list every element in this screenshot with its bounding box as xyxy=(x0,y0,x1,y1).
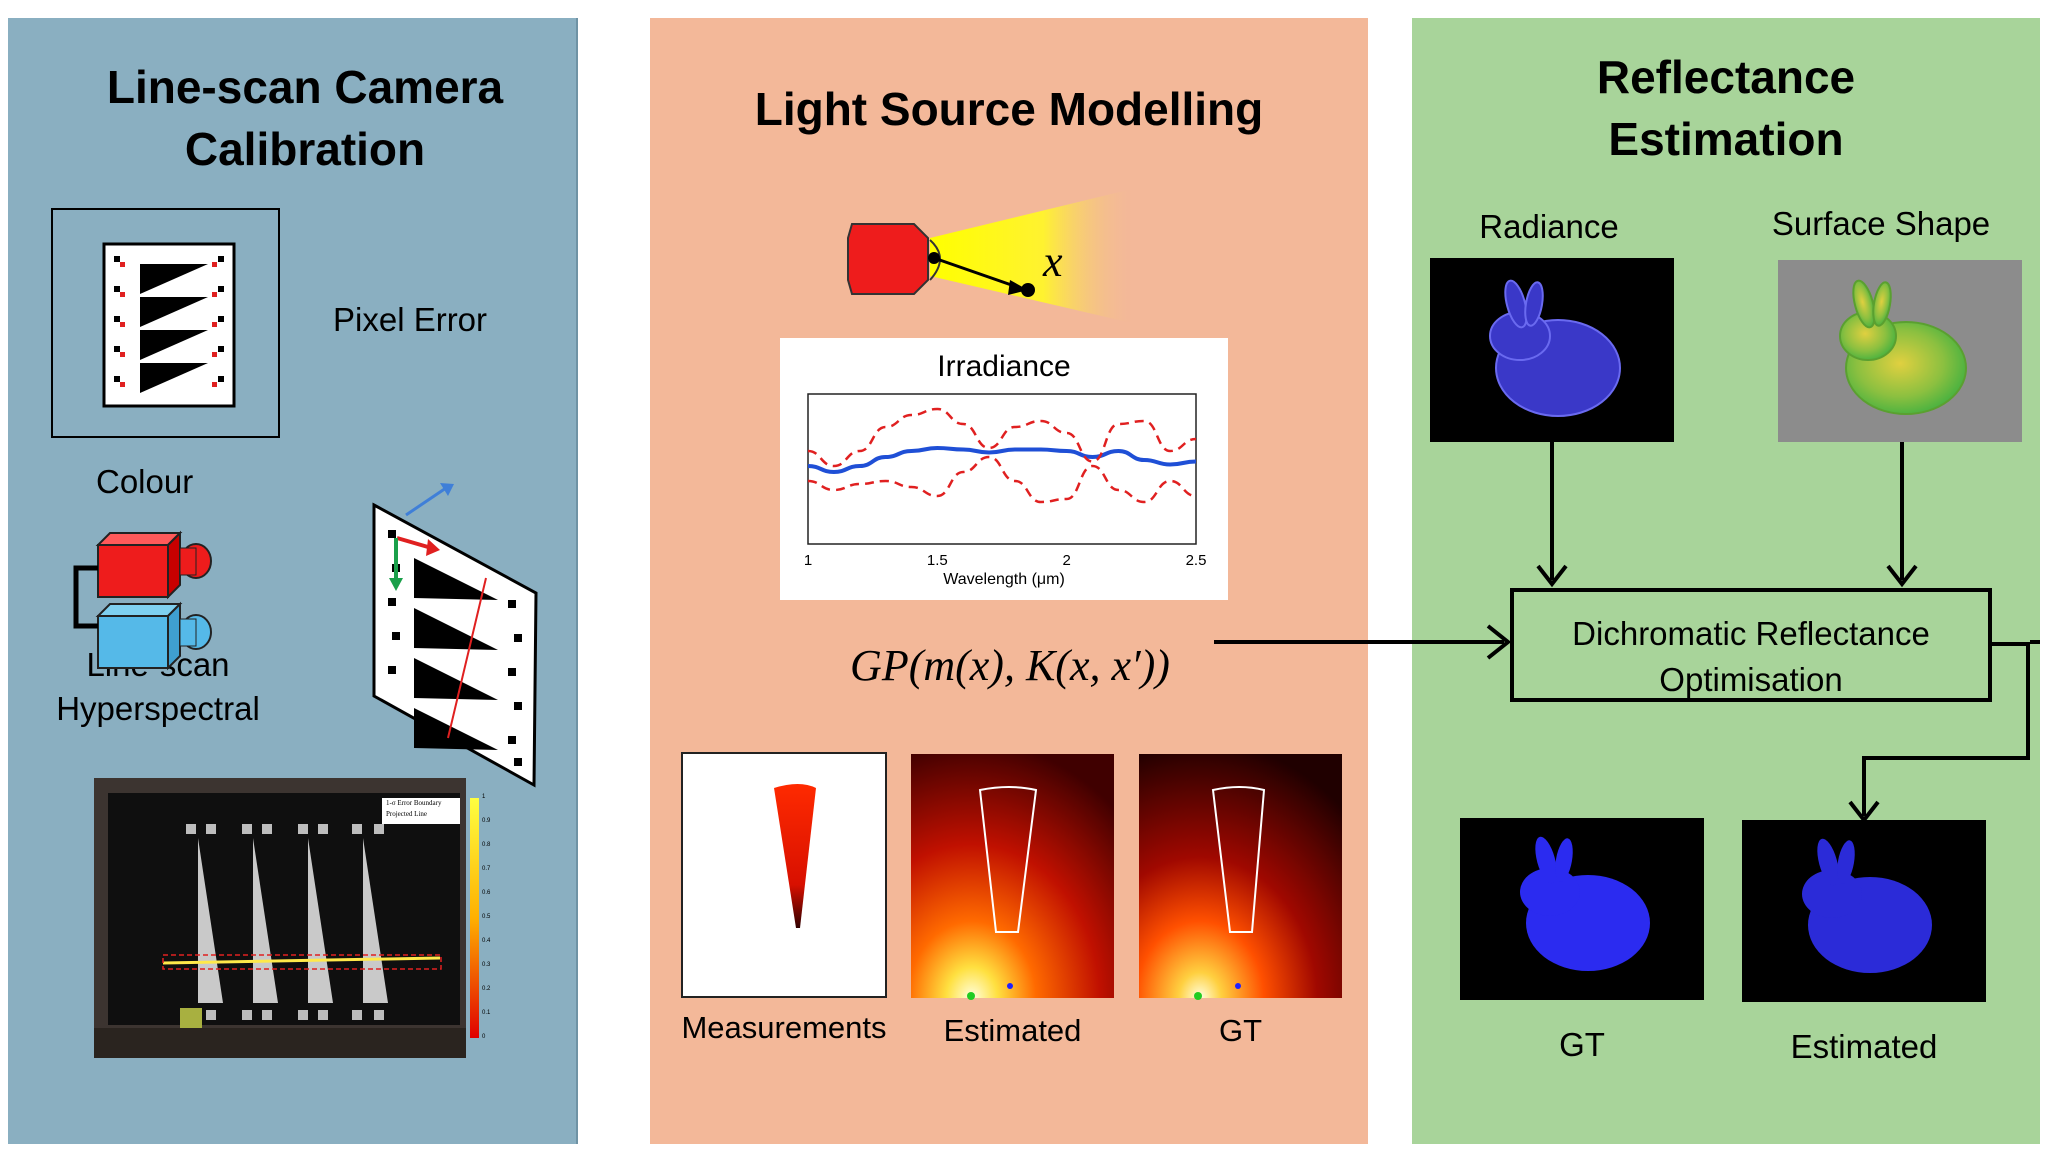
radiance-bunny xyxy=(1489,279,1621,417)
gt-bunny xyxy=(1520,836,1650,971)
point-x-symbol: x xyxy=(1043,237,1063,286)
irradiance-series xyxy=(807,407,1197,504)
radiance-label: Radiance xyxy=(1479,208,1619,245)
irradiance-chart-title: Irradiance xyxy=(937,350,1071,383)
light-source-icon xyxy=(847,188,1136,324)
tilted-calibration-pattern xyxy=(372,483,538,788)
surface-shape-bunny xyxy=(1839,279,1967,415)
light-source-title: Light Source Modelling xyxy=(754,83,1264,135)
measurements-beam xyxy=(774,784,816,928)
estimated-heatmap-thumbnail xyxy=(911,754,1114,998)
calibration-panel: Line-scan Camera Calibration Pixel Error… xyxy=(8,18,578,1144)
light-source-panel: Light Source Modelling xyxy=(650,18,1368,1144)
irradiance-x-tick: 1 xyxy=(803,552,813,569)
reflectance-title-line2: Estimation xyxy=(1608,113,1844,165)
linescan-label-line2: Hyperspectral xyxy=(56,690,260,727)
gp-formula: GP(m(x), K(x, x′)) xyxy=(850,641,1170,690)
calibration-title-line1: Line-scan Camera xyxy=(106,61,504,113)
reflectance-graphics xyxy=(1430,258,2040,1002)
irradiance-series-1 xyxy=(807,407,1197,468)
calibration-title-line2: Calibration xyxy=(184,123,426,175)
surface-shape-label: Surface Shape xyxy=(1771,205,1991,242)
camera-rig-bracket xyxy=(73,565,98,629)
gt-label: GT xyxy=(1218,1013,1263,1048)
hyperspectral-camera-icon xyxy=(95,601,212,671)
irradiance-series-0 xyxy=(807,445,1197,475)
pixel-error-label: Pixel Error xyxy=(333,301,488,338)
colorbar-tick: 0.5 xyxy=(482,914,491,920)
reflectance-panel: Reflectance Estimation Radiance Surface … xyxy=(1412,18,2040,1144)
estimated-bunny xyxy=(1802,838,1932,973)
irradiance-x-tick: 1.5 xyxy=(926,552,948,569)
light-source-graphics xyxy=(681,188,1342,1000)
optimisation-label-line1: Dichromatic Reflectance xyxy=(1572,615,1930,652)
gt-heatmap-thumbnail xyxy=(1139,754,1342,998)
irradiance-x-tick: 2.5 xyxy=(1185,552,1207,569)
reflectance-title-line1: Reflectance xyxy=(1596,51,1856,103)
colorbar-tick: 0.6 xyxy=(482,890,491,896)
irradiance-plot-area xyxy=(807,393,1197,545)
gt-result-label: GT xyxy=(1559,1026,1605,1063)
colorbar-tick: 0.7 xyxy=(482,866,491,872)
colorbar-tick: 0.8 xyxy=(482,842,491,848)
irradiance-x-label: Wavelength (μm) xyxy=(943,571,1065,588)
colorbar-tick: 0.3 xyxy=(482,962,491,968)
estimated-label: Estimated xyxy=(943,1013,1082,1048)
photo-legend-1: 1-σ Error Boundary xyxy=(386,799,442,807)
colour-camera-icon xyxy=(95,530,212,600)
colorbar-tick: 0.9 xyxy=(482,818,491,824)
irradiance-series-2 xyxy=(807,455,1197,504)
measurements-label: Measurements xyxy=(681,1010,887,1045)
irradiance-x-tick: 2 xyxy=(1062,552,1071,569)
optimisation-box xyxy=(1510,588,1992,702)
estimated-result-label: Estimated xyxy=(1790,1028,1938,1065)
colorbar-tick: 0.2 xyxy=(482,986,491,992)
colorbar-tick: 0 xyxy=(482,1034,486,1040)
calibration-photo xyxy=(94,778,479,1058)
calibration-graphics xyxy=(51,208,538,1058)
colorbar-tick: 1 xyxy=(482,794,486,800)
colour-camera-label: Colour xyxy=(96,463,194,500)
photo-colorbar xyxy=(470,798,479,1038)
photo-legend-2: Projected Line xyxy=(386,810,428,818)
colorbar-tick: 0.4 xyxy=(482,938,491,944)
colorbar-tick: 0.1 xyxy=(482,1010,491,1016)
flow-arrows xyxy=(1550,442,2040,816)
optimisation-label-line2: Optimisation xyxy=(1659,661,1843,698)
calibration-pattern-frame xyxy=(51,208,280,438)
